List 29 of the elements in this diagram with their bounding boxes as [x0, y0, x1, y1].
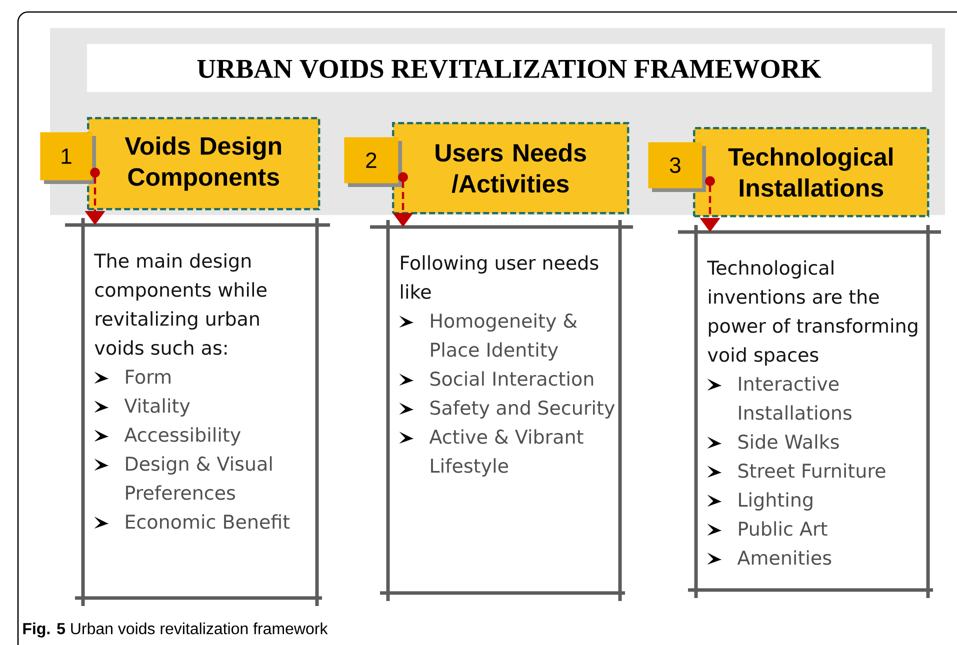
node-label: Interactive Installations [739, 376, 852, 420]
text-panel: The main design components while revitalizing urban voids such as: Form Vitality Accessibility Design & Visual Preferences Economic Benefit [65, 218, 330, 606]
number-badge: 3 [648, 142, 706, 192]
node-label: Technological inventions are the power of transforming void spaces [707, 260, 918, 366]
heading-box: Users Needs /Activities [392, 122, 630, 214]
number-badge: 2 [344, 137, 402, 187]
node-label: Vitality [124, 398, 190, 417]
node-label: Lighting [739, 492, 812, 511]
node-label: Side Walks [738, 434, 839, 449]
number-badge: 1 [40, 132, 96, 184]
node-label: Form [126, 370, 170, 384]
node-label: Design & Visual Preferences [126, 456, 272, 500]
node-label: Homogeneity & Place Identity [431, 313, 577, 361]
node-label: Street Furniture [738, 463, 886, 478]
text-panel: Technological inventions are the power of transforming void spaces Interactive Installations Side Walks Street Furniture Lighting Public Art Amenities [678, 225, 942, 598]
node-label: Economic Benefit [126, 514, 290, 529]
heading-box: Voids Design Components [87, 117, 320, 210]
node-label: The main design components while revitalizing urban voids such as: [94, 253, 266, 355]
node-label: Safety and Security [430, 400, 615, 419]
figure-caption: Fig. 5 Urban voids revitalization framework [23, 622, 328, 638]
text-panel: Following user needs like Homogeneity & Place Identity Social Interaction Safety and Security Active & Vibrant Lifestyle [370, 220, 633, 601]
node-label: Public Art [739, 521, 828, 536]
title-banner: URBAN VOIDS REVITALIZATION FRAMEWORK [87, 44, 932, 92]
node-label: Active & Vibrant Lifestyle [429, 429, 584, 477]
node-label: Amenities [737, 550, 832, 565]
node-label: Accessibility [124, 427, 241, 446]
node-label: Following user needs like [400, 255, 598, 299]
node-label: Social Interaction [430, 371, 594, 386]
heading-box: Technological Installations [693, 127, 930, 218]
